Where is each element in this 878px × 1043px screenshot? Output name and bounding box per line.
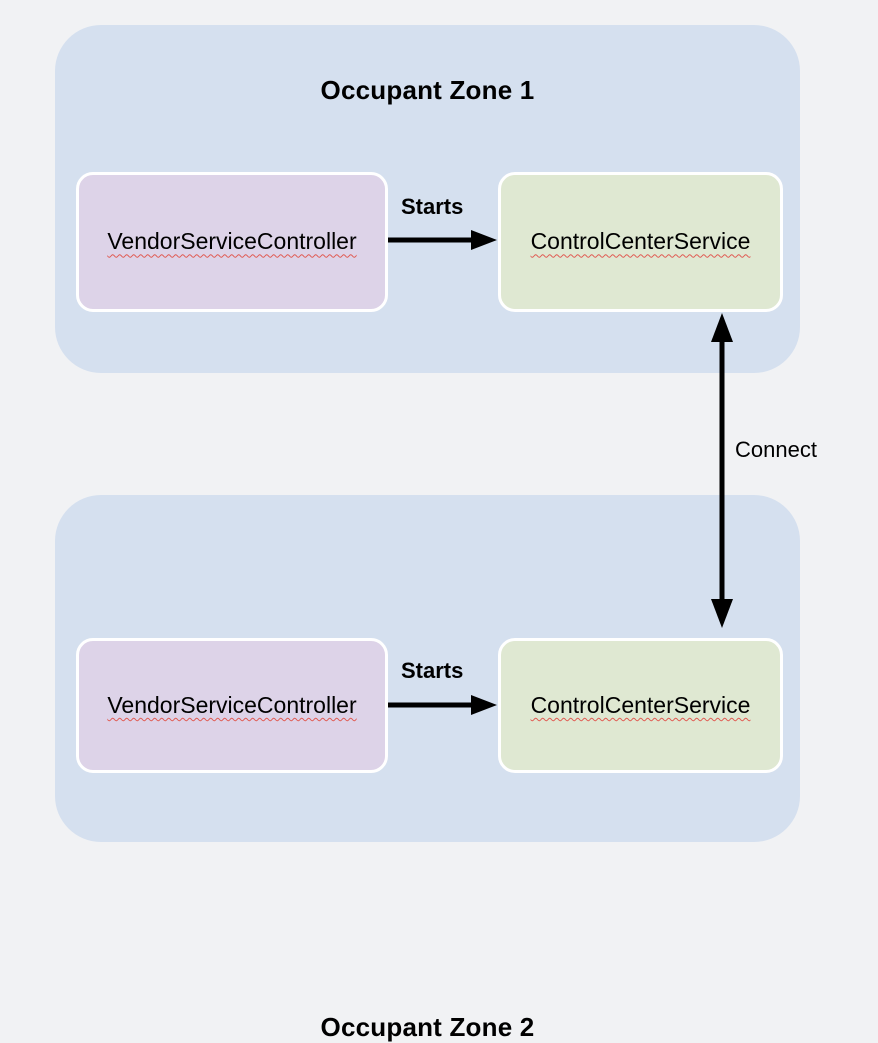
occupant-zone-1-title: Occupant Zone 1 [320,75,535,105]
zone-2-vendor-service-controller-label: VendorServiceController [107,691,357,718]
occupant-zone-2-title: Occupant Zone 2 [320,1012,535,1042]
zone-2-starts-edge-label: Starts [401,658,464,683]
zone-1-control-center-service-label: ControlCenterService [530,228,751,255]
zone-2-control-center-service-label: ControlCenterService [530,691,751,718]
zone-2-control-center-service-node[interactable]: ControlCenterService [498,638,783,773]
zone-2-vendor-service-controller-node[interactable]: VendorServiceController [76,638,388,773]
connect-edge-label: Connect [735,437,817,462]
diagram-canvas: Occupant Zone 1 VendorServiceController … [55,25,817,1042]
zone-1-starts-edge-label: Starts [401,194,464,219]
zone-1-control-center-service-node[interactable]: ControlCenterService [498,172,783,312]
zone-1-vendor-service-controller-node[interactable]: VendorServiceController [76,172,388,312]
zone-1-vendor-service-controller-label: VendorServiceController [107,228,357,255]
